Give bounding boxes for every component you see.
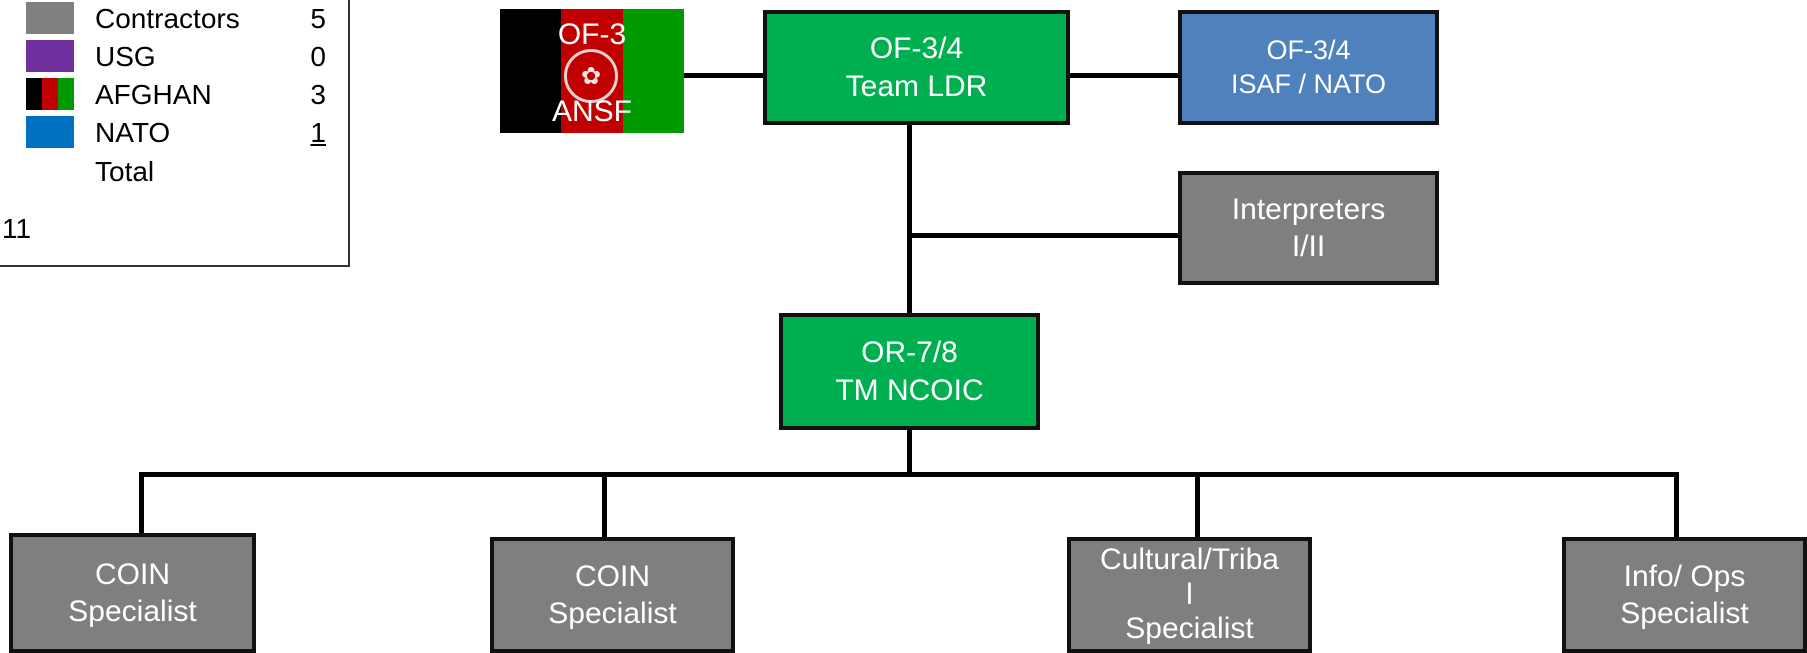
legend-count: 0	[310, 41, 326, 72]
contractors-swatch	[26, 2, 74, 34]
legend-total-value: 11	[2, 213, 32, 244]
connector-horizontal-bus	[139, 472, 1679, 477]
legend-label: Contractors	[95, 3, 240, 34]
usg-swatch	[26, 40, 74, 72]
node-line2: Team LDR	[845, 69, 988, 103]
connector-ldr-isaf	[1069, 73, 1181, 78]
connector-cultural	[1195, 472, 1200, 540]
node-line2: Specialist	[548, 597, 677, 630]
coin-specialist-node-2: COIN Specialist	[490, 537, 735, 653]
coin-specialist-node-1: COIN Specialist	[9, 533, 256, 653]
connector-info-ops	[1674, 472, 1679, 540]
node-line2: TM NCOIC	[835, 373, 984, 407]
legend-item-afghan: AFGHAN 3	[0, 76, 338, 112]
connector-ldr-ncoic	[907, 124, 912, 316]
flag-bottom-text: ANSF	[551, 95, 632, 128]
flag-green-stripe	[622, 9, 684, 133]
node-line1: Cultural/Triba	[1100, 543, 1279, 577]
node-line2: l	[1186, 577, 1193, 611]
node-line2: Specialist	[68, 595, 197, 628]
node-line1: OF-3/4	[1266, 34, 1351, 65]
node-line2: I/II	[1291, 230, 1326, 263]
legend-count: 1	[310, 117, 326, 148]
legend-label: AFGHAN	[95, 79, 212, 110]
flag-top-text: OF-3	[557, 18, 627, 51]
legend-label: USG	[95, 41, 156, 72]
afghan-emblem-icon: ✿	[564, 49, 618, 103]
node-line3: Specialist	[1125, 612, 1254, 646]
node-line1: COIN	[575, 559, 650, 593]
ansf-flag-node: ✿ OF-3 ANSF	[500, 9, 684, 133]
legend-label: NATO	[95, 117, 171, 148]
legend-item-nato: NATO 1	[0, 114, 338, 150]
node-line1: Info/ Ops	[1623, 559, 1746, 593]
afghan-flag-swatch	[26, 78, 74, 110]
legend-panel: Contractors 5 USG 0 AFGHAN 3 NATO 1 Tota…	[0, 0, 350, 267]
legend-count: 5	[310, 3, 326, 34]
legend-item-usg: USG 0	[0, 38, 338, 74]
node-line1: OR-7/8	[861, 336, 958, 369]
isaf-nato-node: OF-3/4 ISAF / NATO	[1178, 10, 1439, 125]
legend-item-contractors: Contractors 5	[0, 0, 338, 36]
connector-flag-ldr	[684, 73, 766, 78]
cultural-tribal-specialist-node: Cultural/Triba l Specialist	[1067, 537, 1312, 653]
tm-ncoic-node: OR-7/8 TM NCOIC	[779, 313, 1040, 430]
legend-total-label: Total	[95, 156, 155, 187]
team-ldr-node: OF-3/4 Team LDR	[763, 10, 1070, 125]
legend-count: 3	[310, 79, 326, 110]
connector-ncoic-down	[907, 427, 912, 477]
info-ops-specialist-node: Info/ Ops Specialist	[1562, 537, 1807, 653]
node-line1: OF-3/4	[869, 32, 964, 65]
interpreters-node: Interpreters I/II	[1178, 171, 1439, 285]
connector-coin1	[139, 472, 144, 536]
nato-swatch	[26, 116, 74, 148]
flag-black-stripe	[500, 9, 562, 133]
connector-interpreters	[907, 233, 1181, 238]
node-line1: COIN	[95, 557, 170, 591]
node-line2: Specialist	[1620, 597, 1749, 630]
node-line1: Interpreters	[1231, 192, 1386, 226]
node-line2: ISAF / NATO	[1230, 68, 1387, 99]
connector-coin2	[602, 472, 607, 540]
